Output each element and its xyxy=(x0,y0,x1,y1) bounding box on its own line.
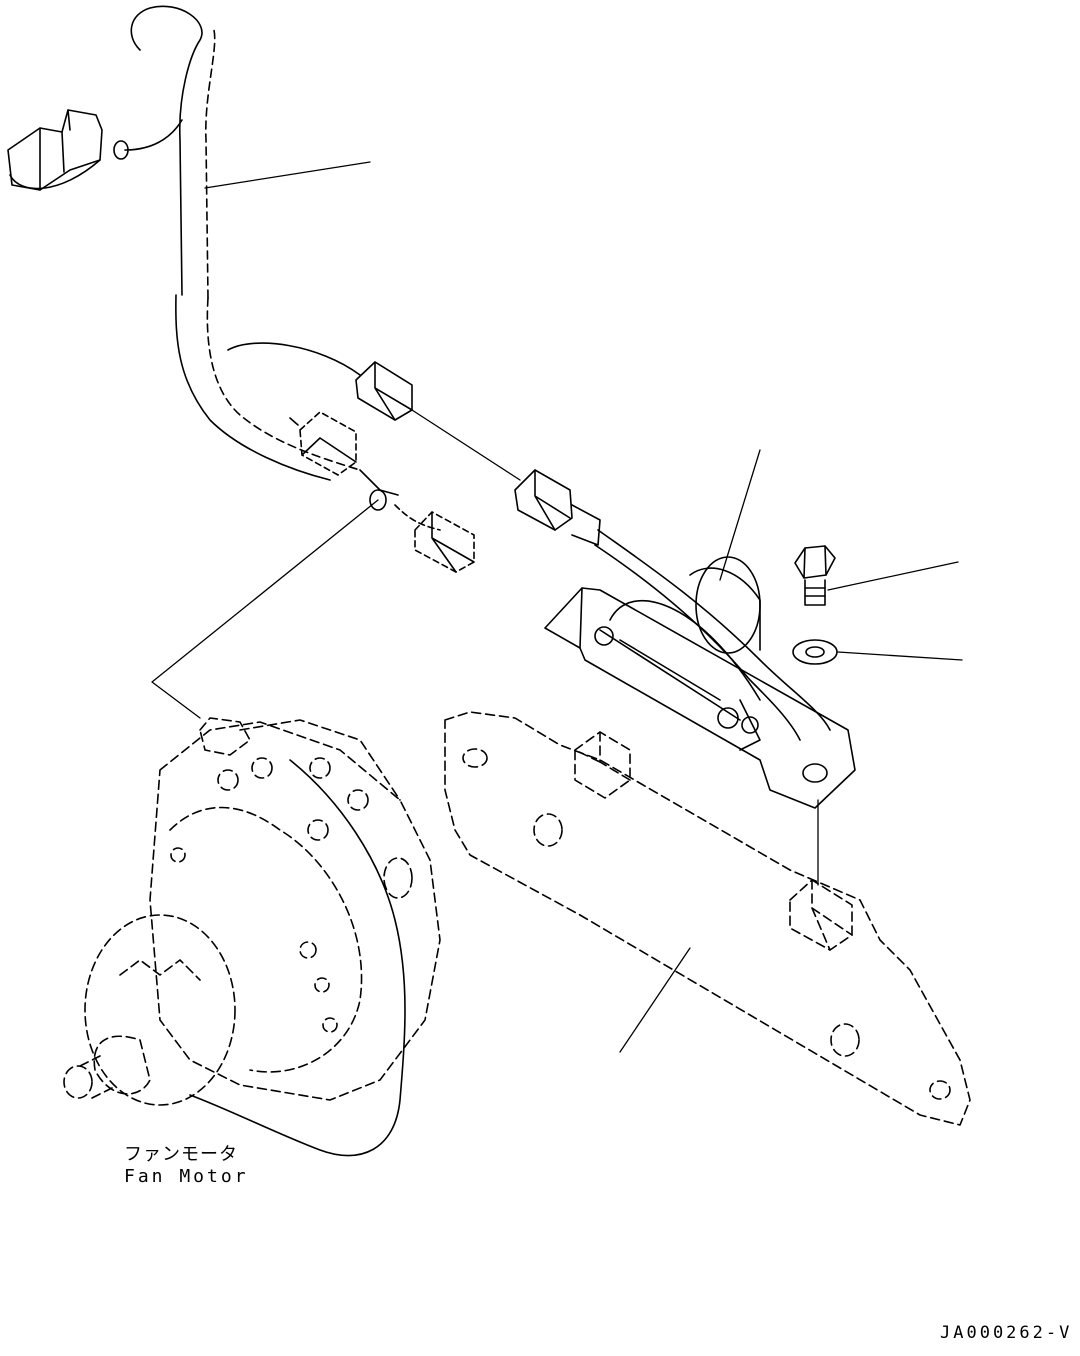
fan-motor xyxy=(63,717,441,1106)
washer xyxy=(792,639,838,665)
fan-motor-label-en: Fan Motor xyxy=(124,1166,249,1187)
connector-lower xyxy=(414,511,475,573)
connector-top-left xyxy=(7,109,103,191)
mounting-bracket xyxy=(444,711,971,1126)
wiring-harness xyxy=(113,5,441,531)
leader-lines xyxy=(151,161,963,1053)
fan-motor-label-jp: ファンモータ xyxy=(124,1144,238,1165)
drawing-code: JA000262-V xyxy=(940,1323,1073,1343)
connector-upper xyxy=(355,361,413,421)
fan-motor-cable xyxy=(189,759,406,1157)
sensor-assembly xyxy=(544,556,856,809)
bolt xyxy=(794,545,836,606)
connector-sensor xyxy=(514,469,831,741)
connector-middle xyxy=(289,411,357,476)
